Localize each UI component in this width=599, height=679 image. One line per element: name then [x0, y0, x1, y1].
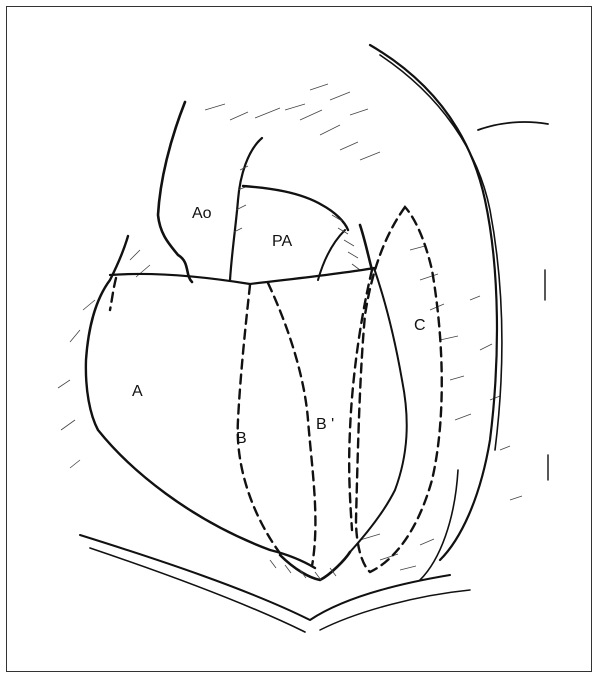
labels: Ao PA A B B ' C [132, 205, 426, 447]
aorta-vessel [158, 102, 262, 282]
label-c: C [414, 317, 426, 334]
outer-contours [80, 45, 548, 632]
dashed-line-a [110, 278, 116, 310]
background-shading [58, 84, 522, 570]
label-b-prime: B ' [316, 416, 334, 433]
dashed-line-b-right [268, 283, 315, 566]
label-b: B [236, 430, 247, 447]
label-pa: PA [272, 233, 292, 250]
label-a: A [132, 383, 143, 400]
dashed-line-b-left [238, 285, 282, 556]
pulmonary-artery-vessel [243, 186, 372, 280]
incision-lines [110, 207, 442, 572]
label-ao: Ao [192, 205, 212, 222]
